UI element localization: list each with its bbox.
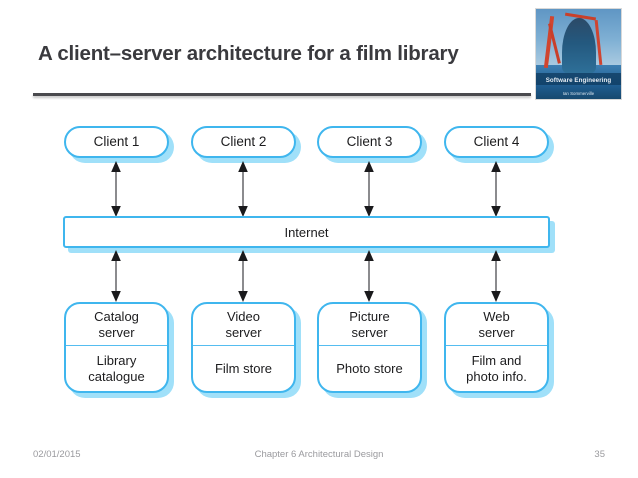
- server-node-web-store-line2: photo info.: [466, 368, 527, 384]
- connector-client2-internet: [235, 161, 251, 217]
- client-node-2-label: Client 2: [220, 134, 267, 150]
- server-node-web-title-line1: Web: [483, 309, 510, 325]
- server-node-web-title: Web server: [446, 304, 547, 346]
- server-node-catalog-title-line1: Catalog: [94, 309, 139, 325]
- footer-date: 02/01/2015: [33, 449, 81, 460]
- cover-author: Ian Sommerville: [562, 91, 595, 96]
- client-node-1[interactable]: Client 1: [64, 126, 169, 158]
- connector-client3-internet: [361, 161, 377, 217]
- connector-client1-internet: [108, 161, 124, 217]
- internet-node[interactable]: Internet: [63, 216, 550, 248]
- client-node-4-label: Client 4: [473, 134, 520, 150]
- server-node-video-title-line1: Video: [226, 309, 260, 325]
- server-node-catalog-title-line2: server: [98, 324, 135, 340]
- server-node-web-store: Film and photo info.: [446, 346, 547, 391]
- server-node-video-title-line2: server: [225, 324, 262, 340]
- server-node-picture-title-line2: server: [351, 324, 388, 340]
- client-node-1-label: Client 1: [93, 134, 140, 150]
- cover-title-band: [536, 73, 621, 85]
- server-node-web-title-line2: server: [478, 324, 515, 340]
- server-node-picture[interactable]: Picture server Photo store: [317, 302, 422, 393]
- page-title: A client–server architecture for a film …: [38, 42, 459, 65]
- server-node-web-store-line1: Film and: [471, 353, 522, 369]
- server-node-catalog[interactable]: Catalog server Library catalogue: [64, 302, 169, 393]
- server-node-video-title: Video server: [193, 304, 294, 346]
- footer-page-number: 35: [594, 449, 605, 460]
- connector-internet-server2: [235, 250, 251, 302]
- book-cover-image: Software Engineering Ian Sommerville: [535, 8, 622, 100]
- server-node-catalog-title: Catalog server: [66, 304, 167, 346]
- internet-node-label: Internet: [284, 224, 329, 240]
- server-node-video-store: Film store: [193, 346, 294, 391]
- server-node-picture-title-line1: Picture: [349, 309, 390, 325]
- server-node-video[interactable]: Video server Film store: [191, 302, 296, 393]
- client-node-3-label: Client 3: [346, 134, 393, 150]
- server-node-web[interactable]: Web server Film and photo info.: [444, 302, 549, 393]
- client-node-4[interactable]: Client 4: [444, 126, 549, 158]
- server-node-picture-title: Picture server: [319, 304, 420, 346]
- connector-internet-server3: [361, 250, 377, 302]
- cover-building-icon: [561, 18, 596, 74]
- title-divider: [33, 93, 531, 96]
- cover-series-title: Software Engineering: [545, 77, 612, 84]
- connector-internet-server1: [108, 250, 124, 302]
- server-node-video-store-line1: Film store: [214, 360, 273, 376]
- server-node-catalog-store: Library catalogue: [66, 346, 167, 391]
- server-node-catalog-store-line2: catalogue: [88, 368, 145, 384]
- server-node-catalog-store-line1: Library: [96, 353, 137, 369]
- client-node-3[interactable]: Client 3: [317, 126, 422, 158]
- server-node-picture-store: Photo store: [319, 346, 420, 391]
- client-node-2[interactable]: Client 2: [191, 126, 296, 158]
- footer-chapter-label: Chapter 6 Architectural Design: [254, 449, 384, 460]
- server-node-picture-store-line1: Photo store: [336, 360, 403, 376]
- connector-internet-server4: [488, 250, 504, 302]
- connector-client4-internet: [488, 161, 504, 217]
